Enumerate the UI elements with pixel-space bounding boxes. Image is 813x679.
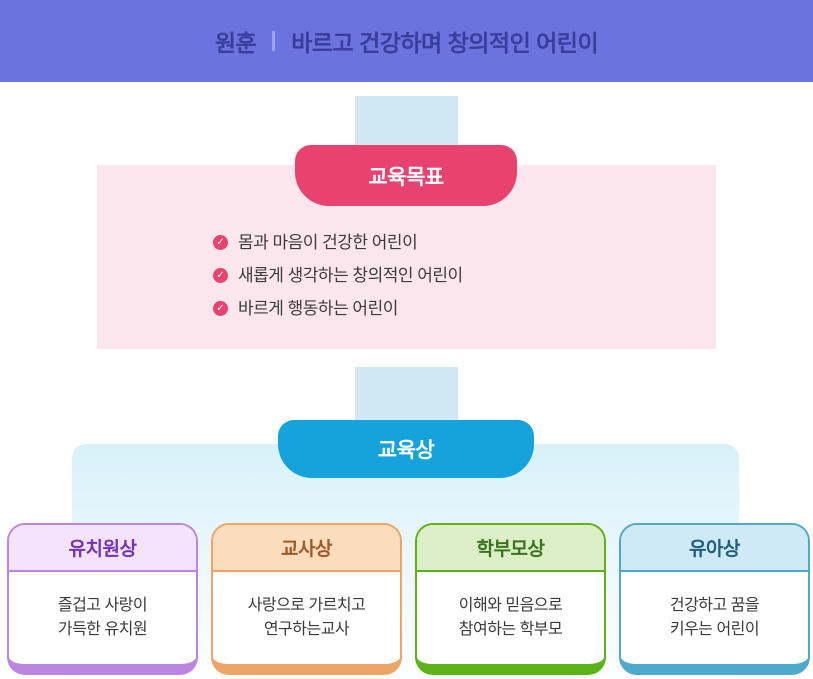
connector-goal bbox=[355, 96, 458, 154]
card-body: 이해와 믿음으로 참여하는 학부모 bbox=[417, 572, 604, 664]
card-body-line: 참여하는 학부모 bbox=[458, 621, 563, 638]
motto-label: 원훈 bbox=[214, 30, 257, 56]
card-body-line: 건강하고 꿈을 bbox=[669, 597, 760, 614]
goal-text: 바르게 행동하는 어린이 bbox=[238, 299, 398, 318]
card-body-line: 이해와 믿음으로 bbox=[458, 597, 563, 614]
card-body-line: 사랑으로 가르치고 bbox=[247, 597, 366, 614]
vision-badge: 교육상 bbox=[278, 420, 534, 478]
card-title: 학부모상 bbox=[417, 525, 604, 572]
card-body: 즐겁고 사랑이 가득한 유치원 bbox=[9, 572, 196, 664]
card-body-line: 즐겁고 사랑이 bbox=[57, 597, 148, 614]
card-kindergarten: 유치원상 즐겁고 사랑이 가득한 유치원 bbox=[7, 523, 198, 675]
goal-item: ✓ 바르게 행동하는 어린이 bbox=[213, 299, 716, 318]
card-body-line: 연구하는교사 bbox=[263, 621, 350, 638]
card-body-line: 키우는 어린이 bbox=[669, 621, 760, 638]
card-teacher: 교사상 사랑으로 가르치고 연구하는교사 bbox=[211, 523, 402, 675]
card-body: 사랑으로 가르치고 연구하는교사 bbox=[213, 572, 400, 664]
card-title: 유치원상 bbox=[9, 525, 196, 572]
goal-item: ✓ 몸과 마음이 건강한 어린이 bbox=[213, 233, 716, 252]
motto-text: 바르고 건강하며 창의적인 어린이 bbox=[291, 30, 599, 56]
check-icon: ✓ bbox=[213, 235, 228, 250]
motto-banner: 원훈 바르고 건강하며 창의적인 어린이 bbox=[0, 0, 813, 82]
goals-list: ✓ 몸과 마음이 건강한 어린이 ✓ 새롭게 생각하는 창의적인 어린이 ✓ 바… bbox=[213, 233, 716, 318]
card-parent: 학부모상 이해와 믿음으로 참여하는 학부모 bbox=[415, 523, 606, 675]
card-title: 유아상 bbox=[621, 525, 808, 572]
card-body-line: 가득한 유치원 bbox=[57, 621, 148, 638]
check-icon: ✓ bbox=[213, 268, 228, 283]
check-icon: ✓ bbox=[213, 301, 228, 316]
cards-row: 유치원상 즐겁고 사랑이 가득한 유치원 교사상 사랑으로 가르치고 연구하는교… bbox=[7, 523, 810, 675]
card-child: 유아상 건강하고 꿈을 키우는 어린이 bbox=[619, 523, 810, 675]
divider bbox=[272, 31, 276, 51]
goal-text: 몸과 마음이 건강한 어린이 bbox=[238, 233, 418, 252]
card-title: 교사상 bbox=[213, 525, 400, 572]
goal-text: 새롭게 생각하는 창의적인 어린이 bbox=[238, 266, 463, 285]
goals-badge: 교육목표 bbox=[295, 145, 517, 206]
connector-vision bbox=[355, 367, 458, 425]
goal-item: ✓ 새롭게 생각하는 창의적인 어린이 bbox=[213, 266, 716, 285]
card-body: 건강하고 꿈을 키우는 어린이 bbox=[621, 572, 808, 664]
